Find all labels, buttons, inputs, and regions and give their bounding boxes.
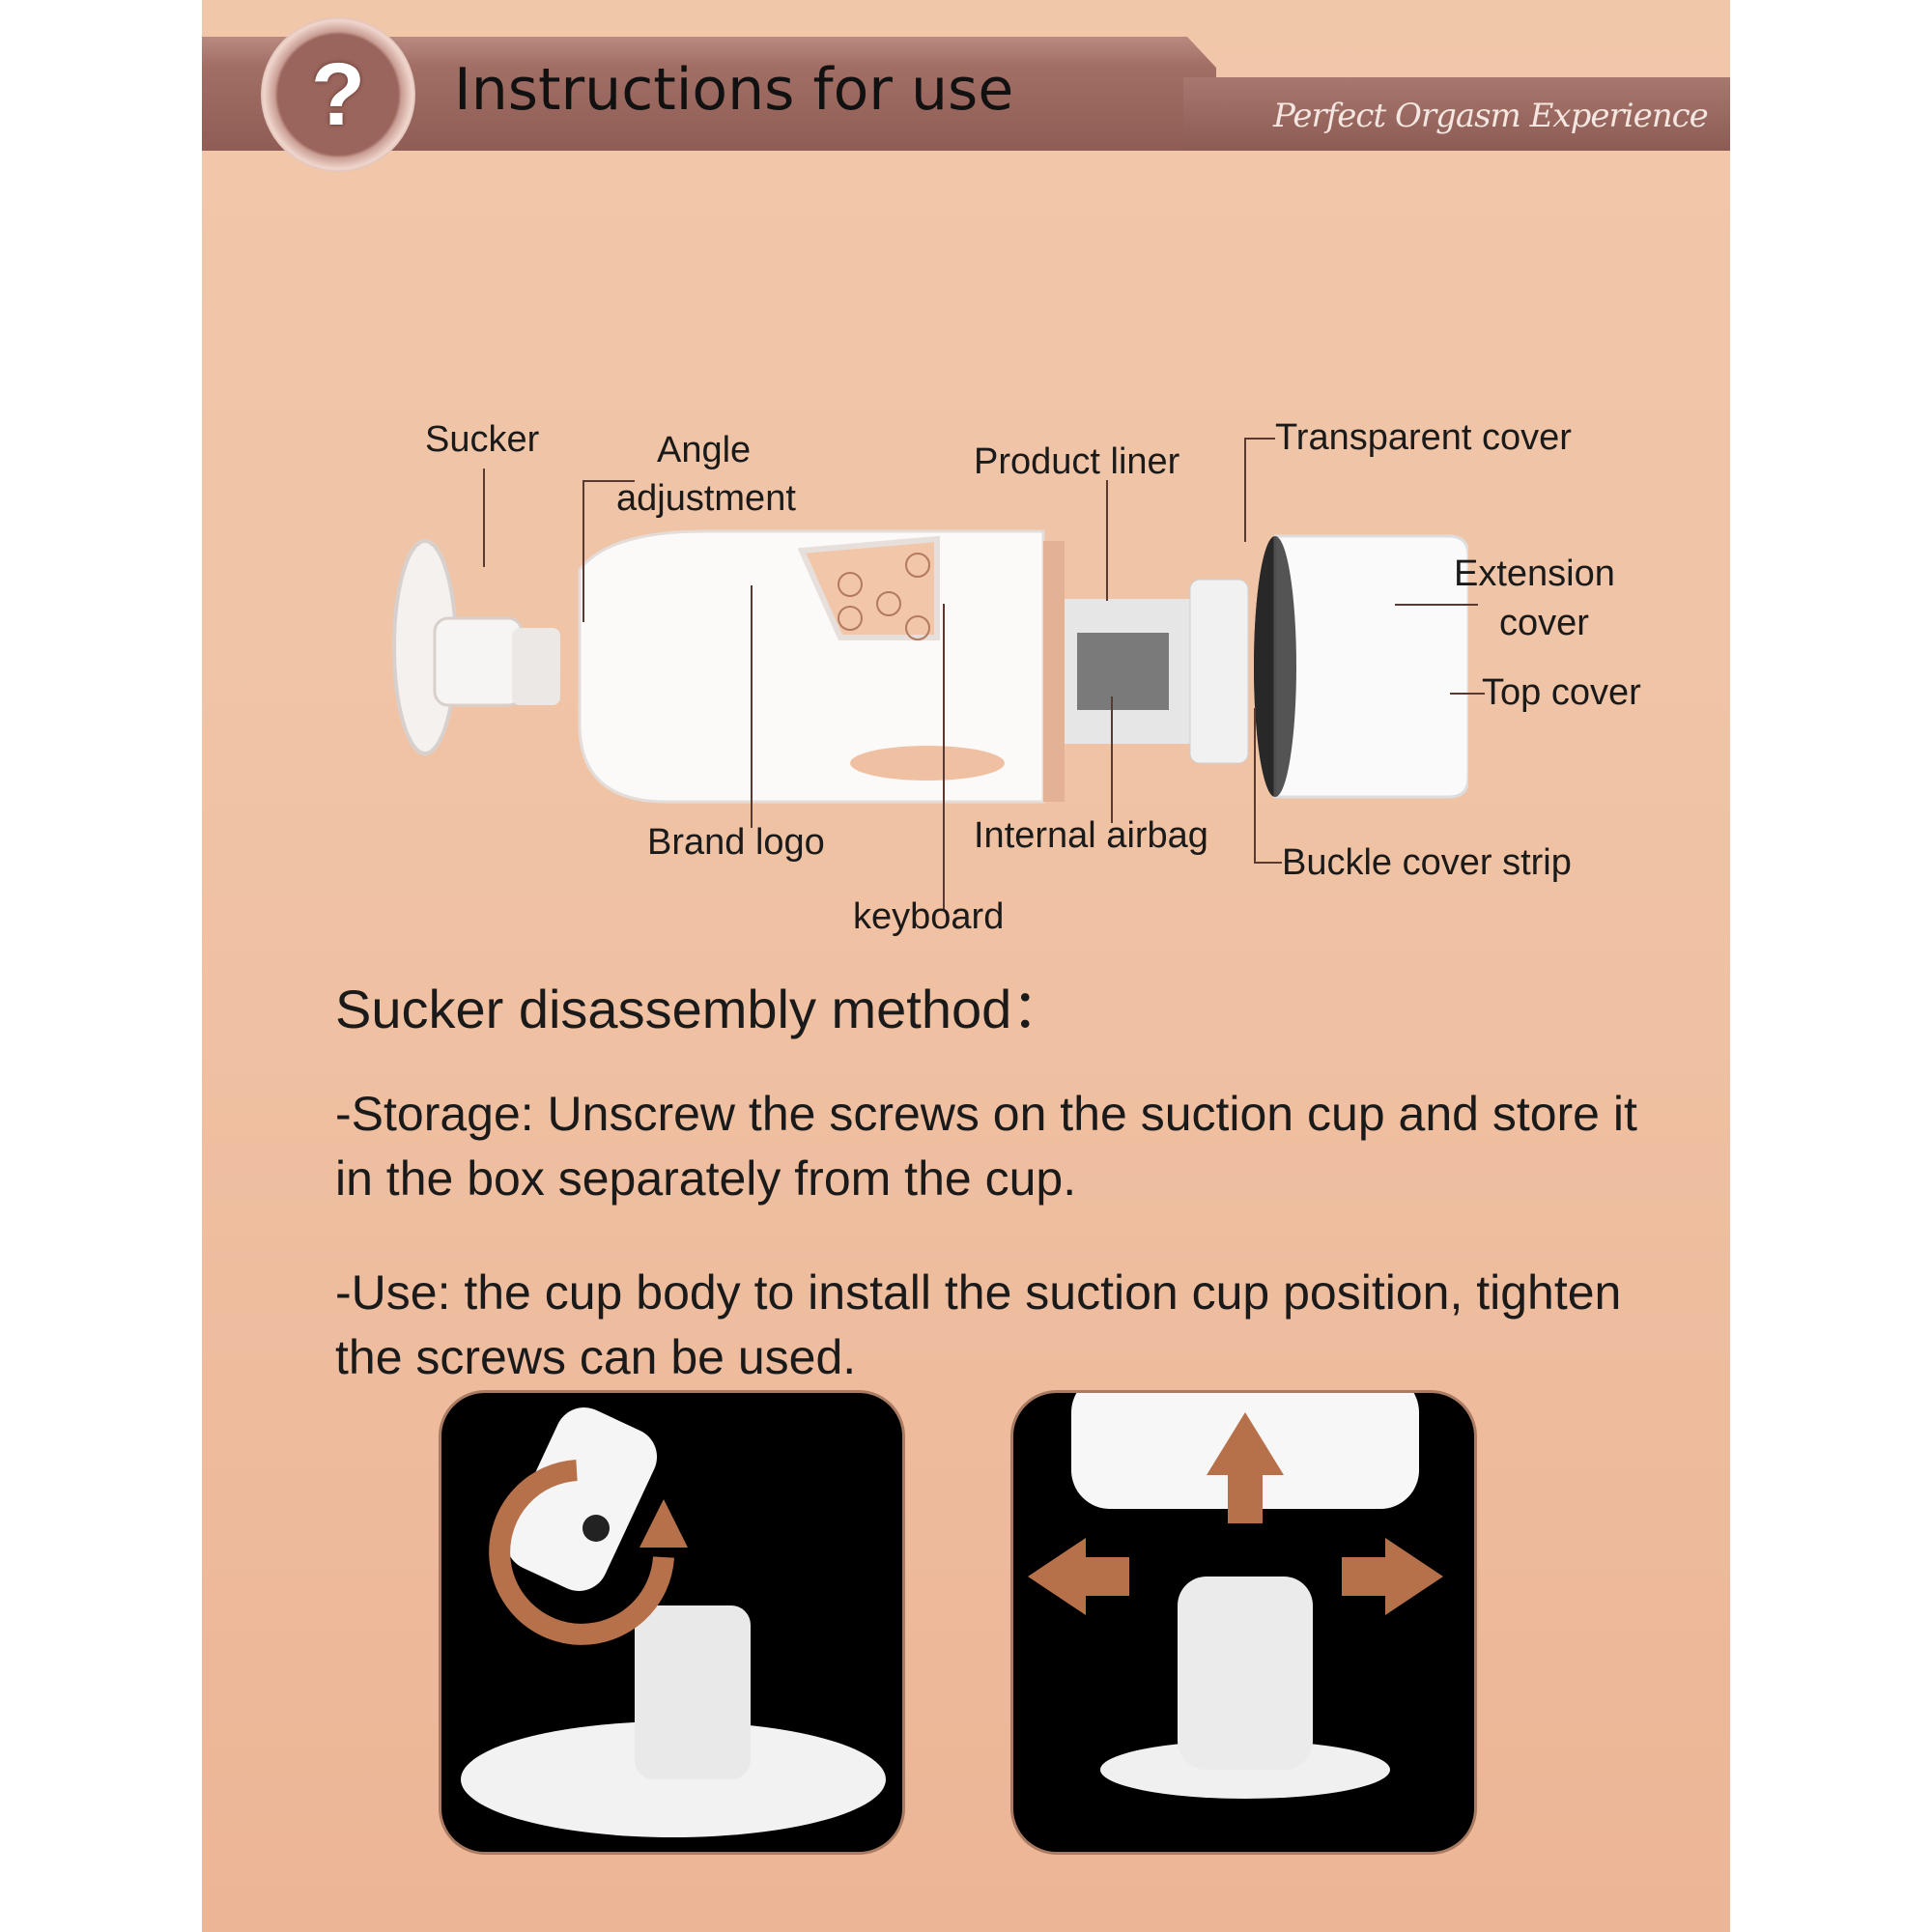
leader-line-liner	[1106, 480, 1108, 601]
rose-gold-ring	[1043, 541, 1065, 802]
sucker-mount	[433, 616, 524, 707]
leader-line-brand	[751, 585, 753, 828]
leader-line-angle	[582, 480, 584, 622]
leader-line-transparent	[1244, 438, 1246, 542]
leader-line-buckle	[1254, 708, 1256, 863]
leader-line-sucker	[483, 469, 485, 567]
section-heading: Sucker disassembly method：	[335, 979, 1066, 1039]
label-extension: Extension	[1454, 554, 1615, 594]
arrow-right-icon	[1342, 1538, 1443, 1615]
rotate-arrow-icon	[489, 1460, 674, 1645]
label-brand-logo: Brand logo	[647, 822, 825, 863]
extension-cover	[1273, 534, 1468, 799]
leader-line-buckle-h	[1254, 862, 1282, 864]
leader-line-transparent-h	[1244, 438, 1275, 440]
internal-airbag	[1077, 633, 1169, 710]
label-angle: Angle	[657, 430, 752, 470]
arrow-left-icon	[1028, 1538, 1129, 1615]
leader-line-keyboard	[943, 604, 945, 909]
rotate-screw-illustration	[461, 1407, 886, 1837]
label-cover: cover	[1499, 603, 1589, 643]
label-keyboard: keyboard	[853, 896, 1005, 937]
label-internal-airbag: Internal airbag	[974, 815, 1208, 856]
question-glyph: ?	[310, 44, 366, 144]
angle-joint	[512, 628, 560, 705]
install-sucker-illustration	[1028, 1393, 1443, 1799]
arrow-up-icon	[1207, 1412, 1284, 1523]
leader-line-extension	[1395, 604, 1478, 606]
photo-rotate-screw	[439, 1390, 905, 1855]
keyboard-panel	[797, 535, 940, 640]
question-mark-icon: ?	[261, 17, 415, 172]
label-adjustment: adjustment	[616, 478, 796, 519]
use-instructions: -Use: the cup body to install the suctio…	[335, 1265, 1622, 1384]
leader-line-angle-h	[582, 480, 635, 482]
leader-line-airbag	[1111, 696, 1113, 823]
label-buckle-cover-strip: Buckle cover strip	[1282, 842, 1572, 883]
product-illustration	[392, 529, 1468, 804]
label-transparent-cover: Transparent cover	[1275, 417, 1572, 458]
photo-install-sucker	[1010, 1390, 1477, 1855]
storage-instructions: -Storage: Unscrew the screws on the suct…	[335, 1087, 1637, 1206]
page-title: Instructions for use	[454, 56, 1014, 124]
transparent-cover	[1189, 579, 1249, 764]
brand-accent	[850, 746, 1005, 781]
label-sucker: Sucker	[425, 419, 540, 460]
leader-line-top	[1450, 693, 1485, 695]
tagline: Perfect Orgasm Experience	[1273, 97, 1709, 135]
label-product-liner: Product liner	[974, 441, 1180, 482]
header-band-right	[1183, 77, 1730, 151]
label-top-cover: Top cover	[1482, 672, 1641, 713]
